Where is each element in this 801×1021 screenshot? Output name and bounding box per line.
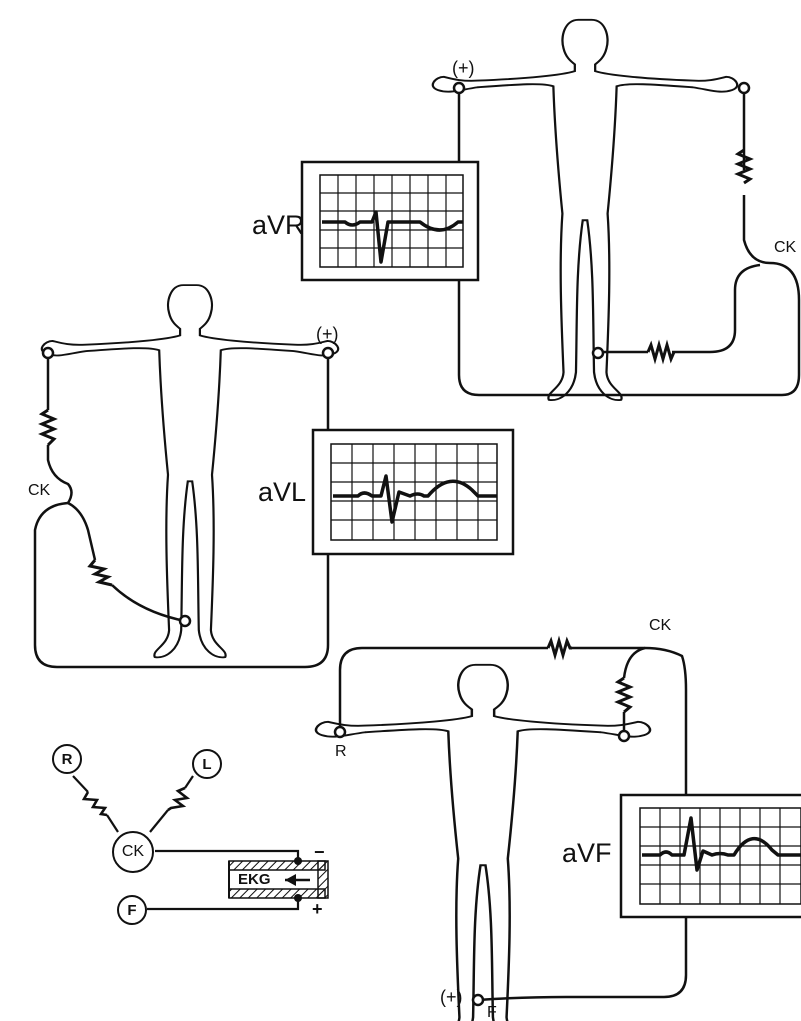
- avl-resistor-arm: [42, 410, 54, 445]
- avr-resistor-leg: [648, 345, 674, 359]
- avl-figure: [42, 285, 338, 657]
- schematic-left-label: L: [202, 756, 211, 773]
- avl-ck-label: CK: [28, 483, 50, 499]
- avf-resistor-arm: [618, 678, 630, 712]
- schematic-node-foot: F: [117, 895, 147, 925]
- schematic-resistor-left: [168, 788, 187, 810]
- avf-lead-label: aVF: [562, 840, 612, 867]
- avf-foot-label: F: [487, 1005, 497, 1021]
- avr-circuit-wires: [459, 88, 799, 395]
- schematic-node-center: CK: [112, 831, 154, 873]
- schematic-foot-label: F: [127, 902, 136, 919]
- avf-resistor-top: [548, 641, 572, 655]
- avf-ck-label: CK: [649, 618, 671, 634]
- avf-positive-label: (+): [440, 988, 463, 1006]
- avl-positive-label: (+): [316, 325, 339, 343]
- avr-positive-label: (+): [452, 59, 475, 77]
- avf-monitor: [621, 795, 801, 917]
- ekg-negative-label: −: [314, 843, 325, 861]
- avl-lead-label: aVL: [258, 479, 306, 506]
- avl-monitor: [313, 430, 513, 554]
- schematic-right-label: R: [62, 751, 73, 768]
- schematic-node-left: L: [192, 749, 222, 779]
- avr-ck-label: CK: [774, 240, 796, 256]
- avr-monitor: [302, 162, 478, 280]
- ekg-device-label: EKG: [238, 872, 271, 887]
- avr-lead-label: aVR: [252, 212, 305, 239]
- avf-right-arm-label: R: [335, 744, 347, 760]
- ekg-positive-label: +: [312, 900, 323, 918]
- avr-electrodes: [454, 83, 749, 358]
- schematic-center-label: CK: [122, 843, 144, 861]
- avl-resistor-leg: [90, 560, 112, 585]
- schematic-resistor-right: [84, 792, 107, 815]
- schematic-node-right: R: [52, 744, 82, 774]
- avr-resistor-arm: [738, 150, 750, 183]
